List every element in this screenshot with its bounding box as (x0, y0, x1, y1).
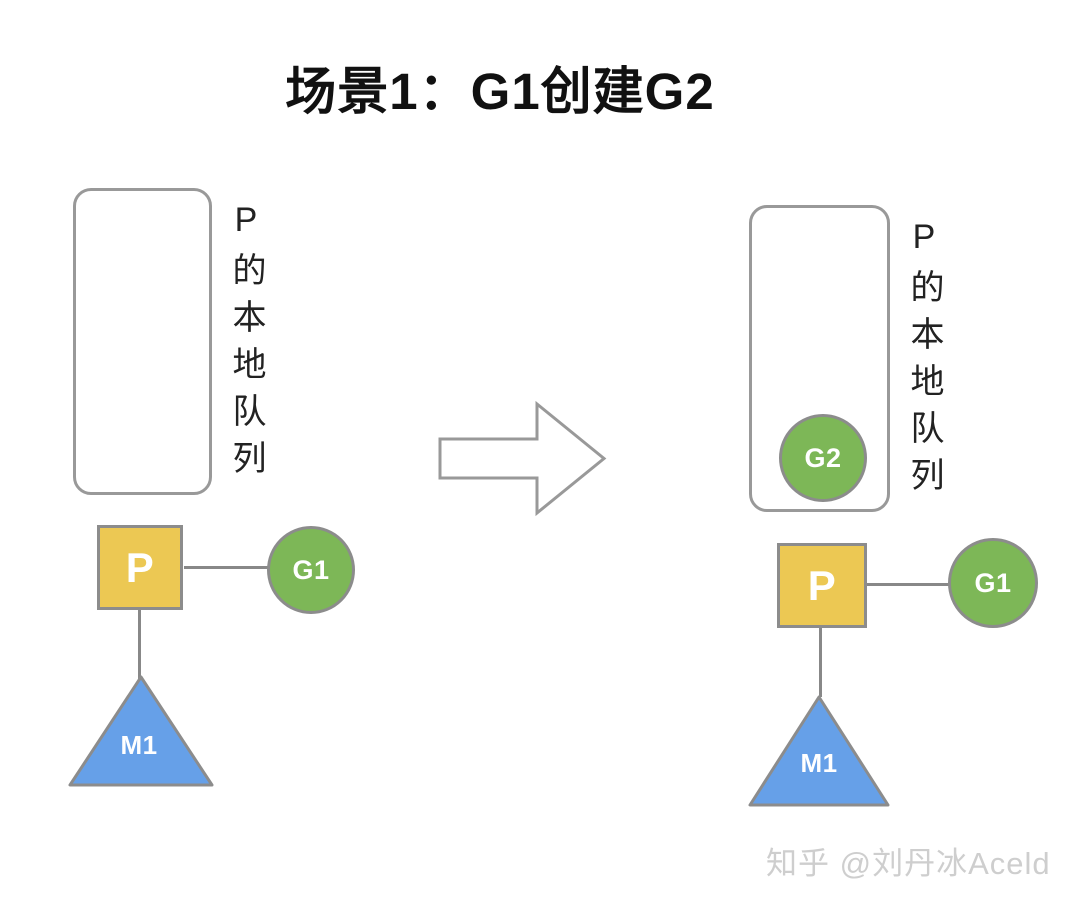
left-g1-circle: G1 (267, 526, 355, 614)
right-g2-circle: G2 (779, 414, 867, 502)
right-m1-label: M1 (800, 748, 838, 778)
left-p-m1-connector (138, 609, 141, 679)
right-m1-triangle-shape (748, 695, 890, 807)
left-local-queue-box (73, 188, 212, 495)
left-queue-label: P的本地队列 (227, 201, 265, 487)
transition-arrow-shape (438, 400, 607, 517)
left-p-g1-connector (184, 566, 269, 569)
left-m1-label: M1 (120, 730, 158, 760)
right-p-label: P (807, 561, 837, 609)
right-g1-circle: G1 (948, 538, 1038, 628)
right-queue-label: P的本地队列 (905, 218, 943, 504)
right-p-m1-connector (819, 627, 822, 697)
left-p-label: P (125, 543, 155, 591)
transition-arrow-icon (438, 400, 607, 517)
right-g1-label: G1 (974, 567, 1012, 598)
left-m1-triangle (68, 675, 214, 787)
left-g1-label: G1 (292, 554, 330, 585)
right-m1-triangle (748, 695, 890, 807)
page-title: 场景1：G1创建G2 (285, 63, 715, 120)
watermark: 知乎 @刘丹冰Aceld (766, 846, 1051, 881)
left-p-square: P (97, 525, 183, 610)
right-g2-label: G2 (804, 442, 842, 473)
left-m1-triangle-shape (68, 675, 214, 787)
right-p-square: P (777, 543, 867, 628)
right-p-g1-connector (865, 583, 950, 586)
